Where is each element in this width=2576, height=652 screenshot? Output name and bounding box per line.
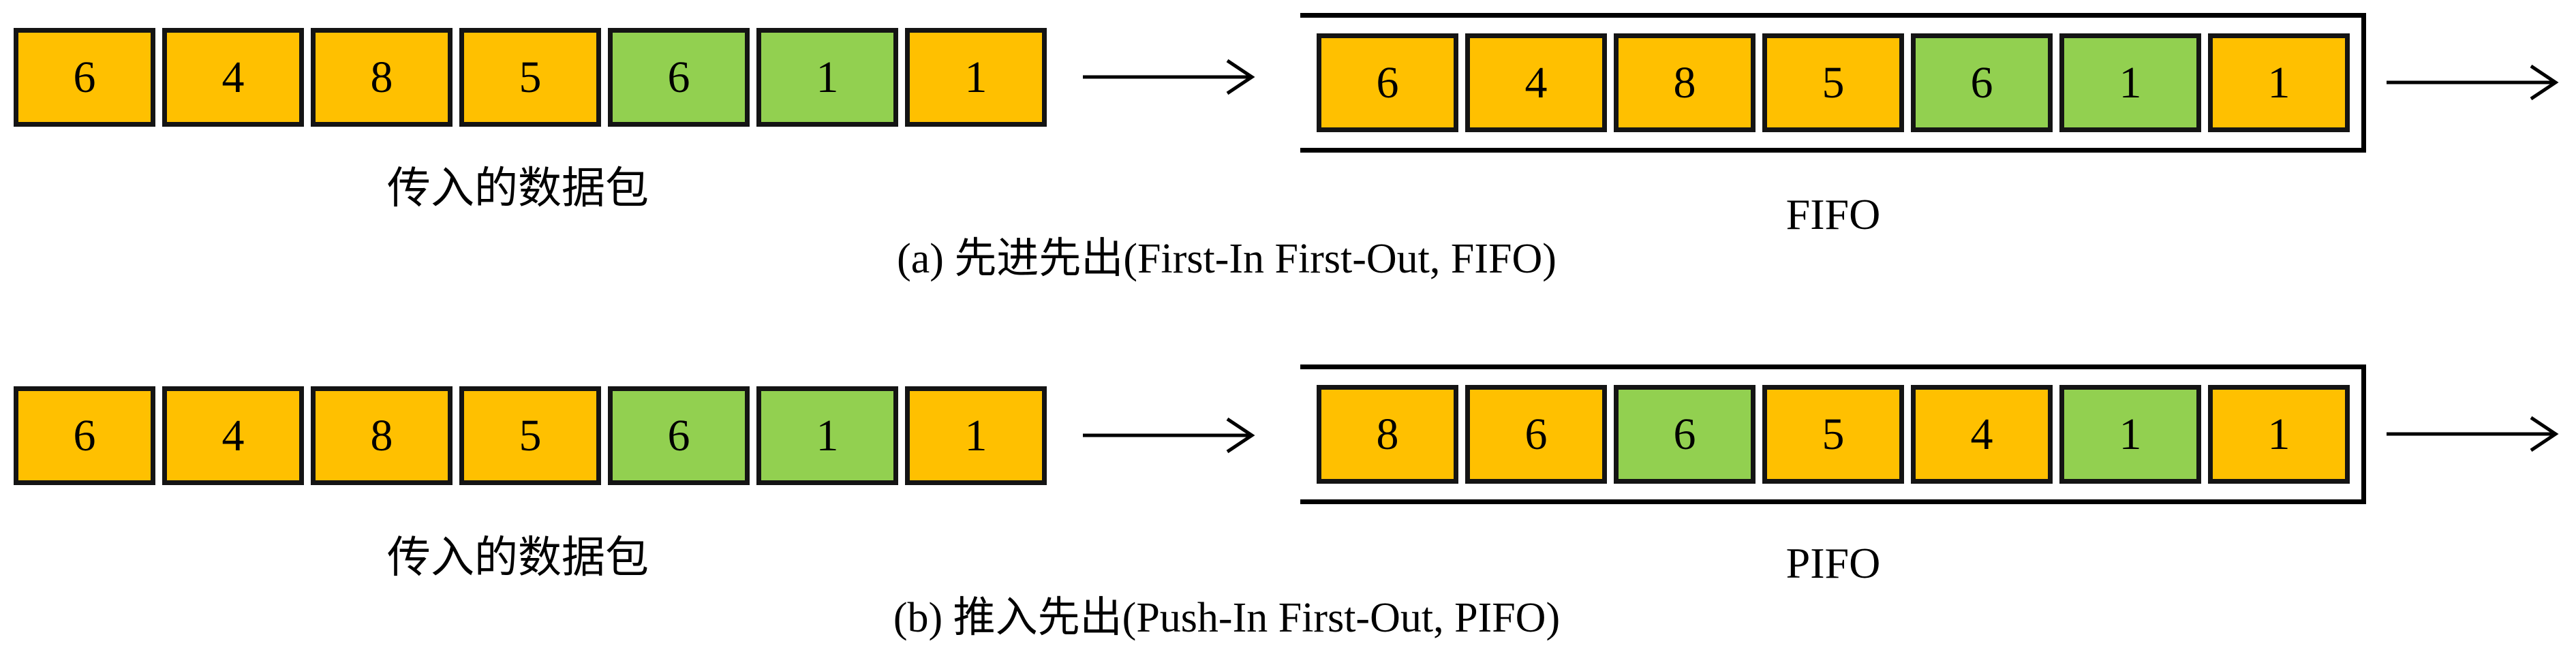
packet-box: 6 [608,28,750,127]
right-arrow-icon [1083,59,1255,95]
right-arrow-icon [2387,416,2559,452]
caption-a: (a) 先进先出(First-In First-Out, FIFO) [897,236,1557,282]
queued-packet-box: 6 [1465,385,1607,484]
queued-packet-box: 6 [1911,33,2053,132]
queued-packet-box: 6 [1614,385,1755,484]
pifo-label: PIFO [1785,539,1881,587]
fifo-queue-container: 6 4 8 5 6 1 1 [1300,13,2366,153]
incoming-packets-label-a: 传入的数据包 [387,164,649,213]
right-arrow-icon [1083,417,1255,454]
queued-packet-box: 1 [2059,33,2201,132]
queued-packet-box: 1 [2208,33,2350,132]
queued-packet-box: 8 [1317,385,1458,484]
packet-box: 5 [459,386,601,485]
incoming-packets-row-a: 6 4 8 5 6 1 1 [14,28,1047,127]
incoming-packets-label-b: 传入的数据包 [387,533,649,582]
packet-box: 4 [162,28,304,127]
pifo-queue-container: 8 6 6 5 4 1 1 [1300,364,2366,504]
queued-packet-box: 1 [2059,385,2201,484]
packet-box: 6 [14,28,155,127]
incoming-packets-row-b: 6 4 8 5 6 1 1 [14,386,1047,485]
packet-box: 5 [459,28,601,127]
queued-packet-box: 4 [1911,385,2053,484]
packet-box: 4 [162,386,304,485]
right-arrow-icon [2387,64,2559,101]
packet-box: 8 [311,386,453,485]
queued-packet-box: 4 [1465,33,1607,132]
packet-box: 6 [14,386,155,485]
queued-packet-box: 8 [1614,33,1755,132]
queued-packet-box: 6 [1317,33,1458,132]
caption-b: (b) 推入先出(Push-In First-Out, PIFO) [893,595,1561,641]
packet-box: 8 [311,28,453,127]
packet-box: 1 [756,28,898,127]
queued-packet-box: 5 [1762,33,1904,132]
queued-packet-box: 5 [1762,385,1904,484]
packet-box: 1 [905,28,1047,127]
packet-box: 1 [905,386,1047,485]
fifo-label: FIFO [1785,190,1881,238]
queued-packet-box: 1 [2208,385,2350,484]
packet-box: 6 [608,386,750,485]
packet-box: 1 [756,386,898,485]
